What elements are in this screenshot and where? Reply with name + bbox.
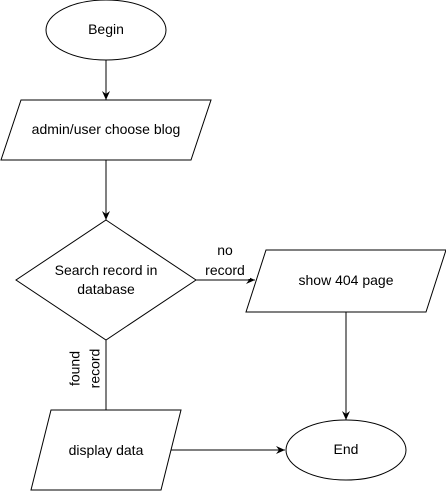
display-data-node [30, 409, 182, 491]
search-record-node [15, 219, 197, 341]
found-record-label-line1: found [66, 346, 84, 391]
show-404-node [245, 249, 446, 313]
no-record-label-line1: no [210, 242, 240, 259]
found-record-label-line2: record [86, 343, 104, 394]
begin-label: Begin [88, 21, 124, 37]
search-record-label-line1: Search record in [54, 262, 158, 278]
choose-blog-node [0, 99, 212, 161]
search-record-label-line2: database [77, 281, 135, 297]
show-404-label: show 404 page [298, 272, 394, 288]
end-label: End [333, 441, 359, 457]
display-data-label: display data [68, 442, 144, 458]
end-node [285, 419, 407, 481]
choose-blog-label: admin/user choose blog [31, 121, 181, 137]
no-record-label-line2: record [200, 262, 250, 279]
begin-node [45, 0, 167, 61]
